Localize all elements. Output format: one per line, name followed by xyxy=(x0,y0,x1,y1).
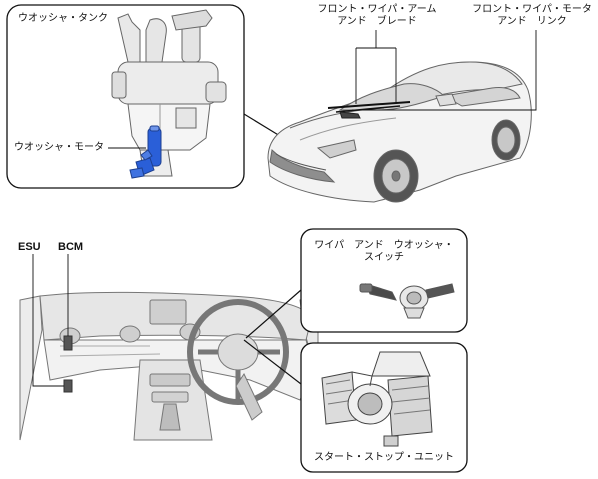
washer-tank-label: ウオッシャ・タンク xyxy=(18,13,108,24)
wiper-switch-label-line1: ワイパ アンド ウオッシャ・ xyxy=(314,240,454,251)
esu-leader xyxy=(32,254,64,387)
wiper-motor-leader xyxy=(352,30,537,111)
wiper-arm-leader xyxy=(355,30,397,104)
bcm-label: BCM xyxy=(58,241,84,253)
wiper-switch-drawing xyxy=(359,283,455,319)
wiper-switch-label-line2: スイッチ xyxy=(364,252,404,263)
start-stop-unit-drawing xyxy=(321,351,433,447)
start-stop-unit-inset xyxy=(300,342,468,473)
washer-tank-connector xyxy=(243,113,281,137)
wiper-motor-label-line2: アンド リンク xyxy=(497,16,567,27)
wiper-motor-label-line1: フロント・ワイパ・モータ xyxy=(472,4,592,15)
washer-motor-drawing xyxy=(129,125,162,179)
start-stop-unit-label: スタート・ストップ・ユニット xyxy=(314,452,454,463)
dashboard-drawing xyxy=(19,289,319,441)
wiper-switch-connector xyxy=(245,289,302,339)
washer-motor-label: ウオッシャ・モータ xyxy=(14,142,104,153)
esu-label: ESU xyxy=(18,241,41,253)
wiper-switch-inset xyxy=(300,228,468,333)
car-exterior-drawing xyxy=(267,61,532,203)
wiper-arm-label-line1: フロント・ワイパ・アーム xyxy=(317,4,437,15)
washer-tank-inset xyxy=(6,4,245,189)
wiper-arm-label-line2: アンド ブレード xyxy=(337,16,417,27)
start-stop-connector xyxy=(243,339,302,385)
